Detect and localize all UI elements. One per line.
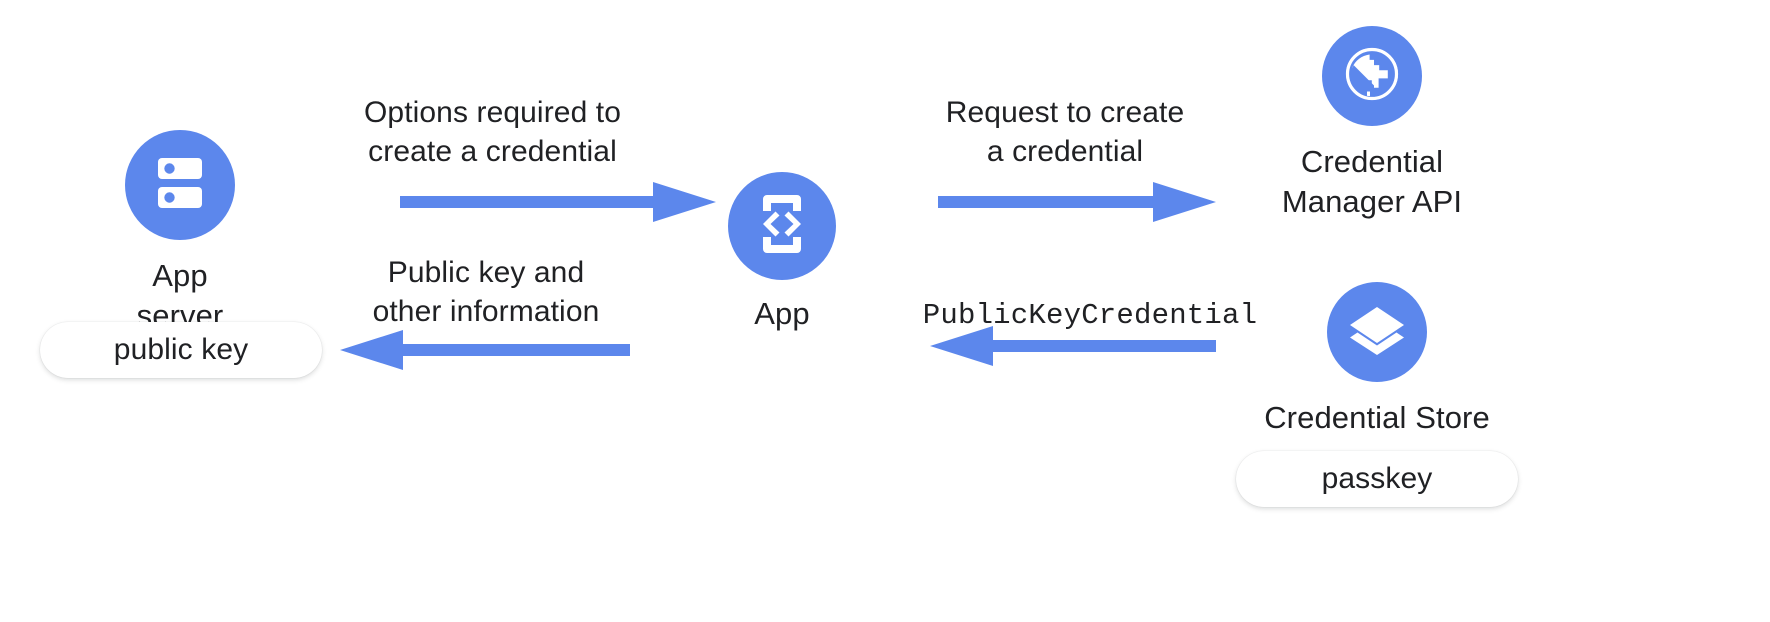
layers-icon (1348, 305, 1406, 360)
node-app-server: App server (110, 130, 250, 336)
arrow-public-key-credential (930, 322, 1216, 370)
arrow-options-required (400, 178, 718, 226)
server-icon (152, 154, 208, 217)
node-credential-manager-api: Credential Manager API (1272, 26, 1472, 222)
arrow-public-key-and-other-information (340, 326, 630, 374)
node-app-label: App (754, 296, 810, 331)
credential-store-icon-circle (1327, 282, 1427, 382)
public-key-pill: public key (40, 322, 322, 378)
node-app: App (712, 172, 852, 334)
phone-code-icon (755, 193, 809, 260)
app-server-icon-circle (125, 130, 235, 240)
node-credential-store-label: Credential Store (1264, 400, 1490, 435)
globe-icon (1341, 43, 1403, 110)
node-credential-manager-api-label: Credential Manager API (1281, 144, 1463, 219)
arrow-label-options-required: Options required to create a credential (363, 96, 622, 168)
app-icon-circle (728, 172, 836, 280)
credential-manager-api-icon-circle (1322, 26, 1422, 126)
arrow-request-to-create (938, 178, 1218, 226)
passkey-pill: passkey (1236, 451, 1518, 507)
arrow-label-public-key-credential: PublicKeyCredential (922, 299, 1258, 332)
arrow-label-public-key-and-other-information: Public key and other information (372, 256, 600, 328)
arrow-label-request-to-create: Request to create a credential (945, 96, 1185, 168)
node-credential-store: Credential Store (1262, 282, 1492, 438)
